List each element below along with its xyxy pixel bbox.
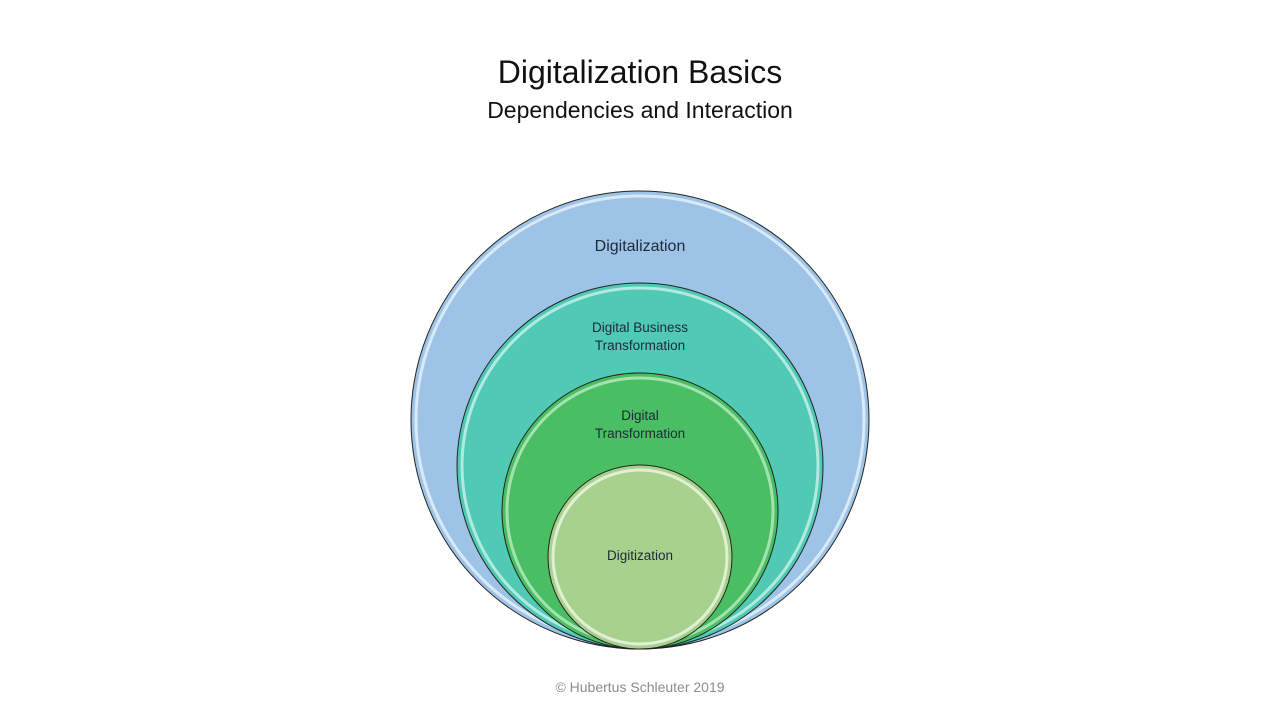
label-line: Digital Business: [591, 320, 689, 335]
circle-digitization-highlight: [551, 468, 729, 646]
copyright-footer: © Hubertus Schleuter 2019: [555, 679, 725, 695]
label-line: Digital: [621, 408, 659, 423]
slide-title: Digitalization Basics: [497, 54, 783, 90]
label-digital-business-transformation: Digital Business Transformation: [440, 319, 840, 355]
label-digital-transformation: Digital Transformation: [440, 407, 840, 443]
circle-digitization: [547, 464, 733, 650]
label-digitization: Digitization: [606, 548, 674, 563]
label-digitalization: Digitalization: [594, 238, 686, 255]
label-line: Transformation: [594, 426, 686, 441]
slide-subtitle: Dependencies and Interaction: [487, 97, 793, 123]
label-line: Transformation: [594, 338, 686, 353]
